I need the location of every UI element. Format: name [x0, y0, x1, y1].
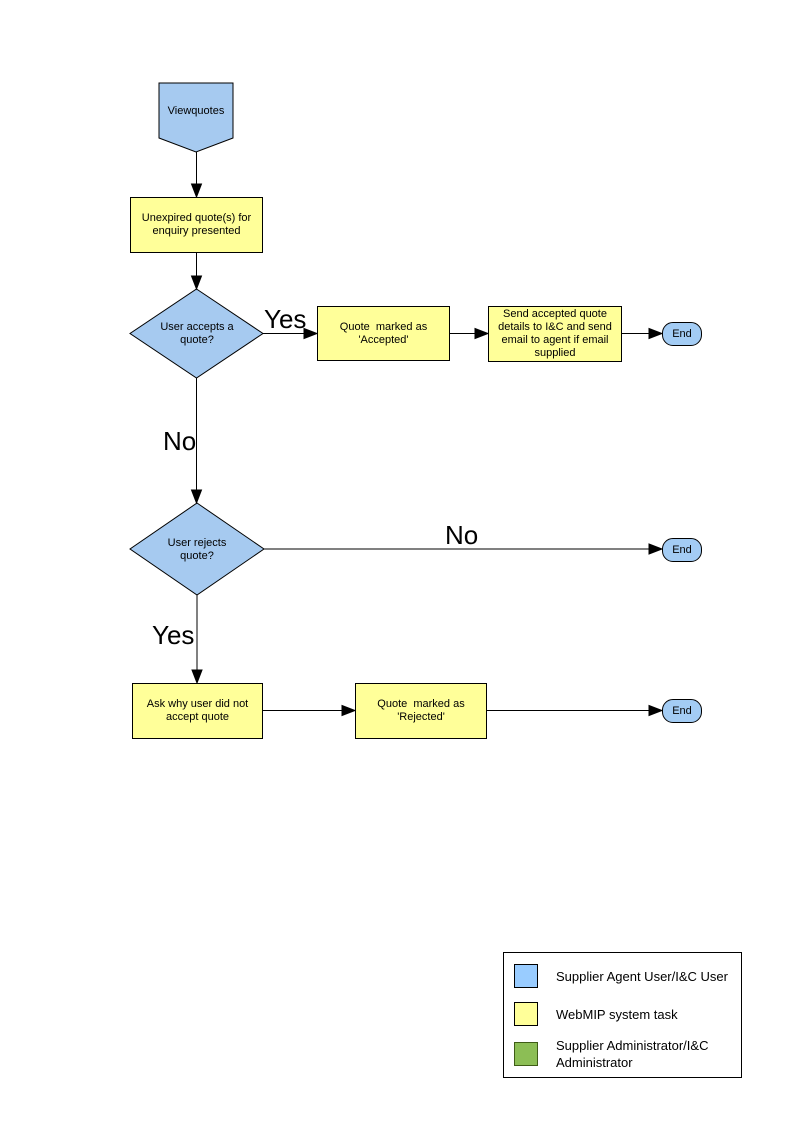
end-terminator-rejected: End — [662, 699, 702, 723]
arrowhead-right-2 — [474, 327, 490, 340]
process-ask-why-not-accept: Ask why user did not accept quote — [132, 683, 263, 739]
process-send-accepted-details: Send accepted quote details to I&C and s… — [488, 306, 622, 362]
arrowhead-right-3 — [648, 327, 664, 340]
legend-item-supplier-admin: Supplier Administrator/I&C Administrator — [514, 1037, 736, 1071]
legend-label-webmip-task: WebMIP system task — [556, 1006, 678, 1022]
legend-swatch-yellow — [514, 1002, 538, 1026]
arrowhead-down-2 — [190, 275, 203, 291]
legend-label-supplier-agent: Supplier Agent User/I&C User — [556, 968, 728, 984]
edge-label-yes-accept: Yes — [264, 304, 307, 334]
arrowhead-right-5 — [341, 704, 357, 717]
legend: Supplier Agent User/I&C User WebMIP syst… — [503, 952, 742, 1078]
decision-rejects-label: User rejects quote? — [167, 536, 230, 562]
arrowhead-right-4 — [648, 543, 664, 555]
edge-label-yes-reject: Yes — [152, 620, 195, 650]
legend-label-supplier-admin: Supplier Administrator/I&C Administrator — [556, 1038, 709, 1070]
process-quote-marked-accepted: Quote marked as 'Accepted' — [317, 306, 450, 361]
arrowhead-down-1 — [190, 183, 203, 199]
process-unexpired-quotes: Unexpired quote(s) for enquiry presented — [130, 197, 263, 253]
legend-item-supplier-agent: Supplier Agent User/I&C User — [514, 964, 736, 988]
arrowhead-down-4 — [191, 669, 203, 685]
decision-accepts-label: User accepts a quote? — [160, 320, 237, 346]
end-terminator-accepted: End — [662, 322, 702, 346]
process-quote-marked-rejected: Quote marked as 'Rejected' — [355, 683, 487, 739]
arrowhead-down-3 — [190, 489, 203, 505]
end-terminator-no-reject: End — [662, 538, 702, 562]
end-label: End — [672, 705, 692, 717]
start-pentagon-shape — [158, 82, 234, 153]
start-node-label: Viewquotes — [167, 104, 225, 117]
end-label: End — [672, 328, 692, 340]
arrowhead-right-6 — [648, 704, 664, 717]
arrowhead-right-1 — [303, 327, 319, 340]
end-label: End — [672, 544, 692, 556]
edge-label-no-accept: No — [163, 426, 197, 456]
legend-item-webmip-task: WebMIP system task — [514, 1002, 736, 1026]
legend-swatch-green — [514, 1042, 538, 1066]
edge-label-no-reject: No — [445, 520, 479, 550]
legend-swatch-blue — [514, 964, 538, 988]
